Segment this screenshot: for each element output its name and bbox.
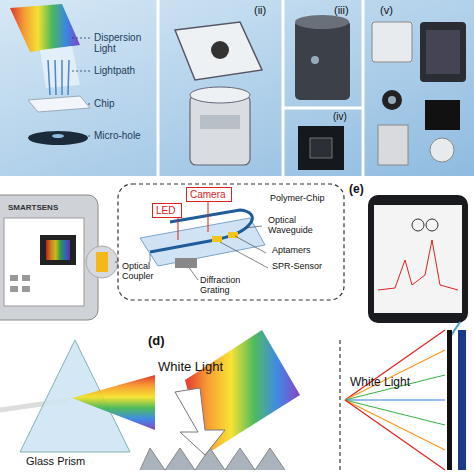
- label: (e): [349, 183, 364, 196]
- label: (ii): [254, 4, 266, 16]
- label: Optical Coupler: [122, 262, 166, 282]
- label: (iv): [333, 111, 347, 122]
- label: (d): [148, 334, 165, 348]
- label: Polymer-Chip: [270, 194, 340, 204]
- label: (iii): [334, 4, 349, 16]
- label: Micro-hole: [94, 130, 156, 141]
- component-name: LED: [156, 205, 178, 216]
- component-name: Camera: [190, 189, 228, 200]
- label: Diffraction Grating: [200, 276, 270, 296]
- component-box: Camera: [186, 187, 232, 202]
- label: Aptamers: [272, 246, 342, 256]
- label: Glass Prism: [26, 455, 85, 467]
- label: SPR-Sensor: [272, 262, 342, 272]
- label: SMARTSENS: [8, 204, 58, 213]
- component-box: LED: [152, 203, 182, 218]
- label: White Light: [350, 376, 410, 389]
- label: Dispersion Light: [94, 32, 156, 54]
- label: (v): [380, 4, 393, 16]
- label: Chip: [94, 98, 156, 109]
- label: Optical Waveguide: [268, 216, 338, 236]
- label: Lightpath: [94, 65, 156, 76]
- label: White Light: [158, 360, 223, 374]
